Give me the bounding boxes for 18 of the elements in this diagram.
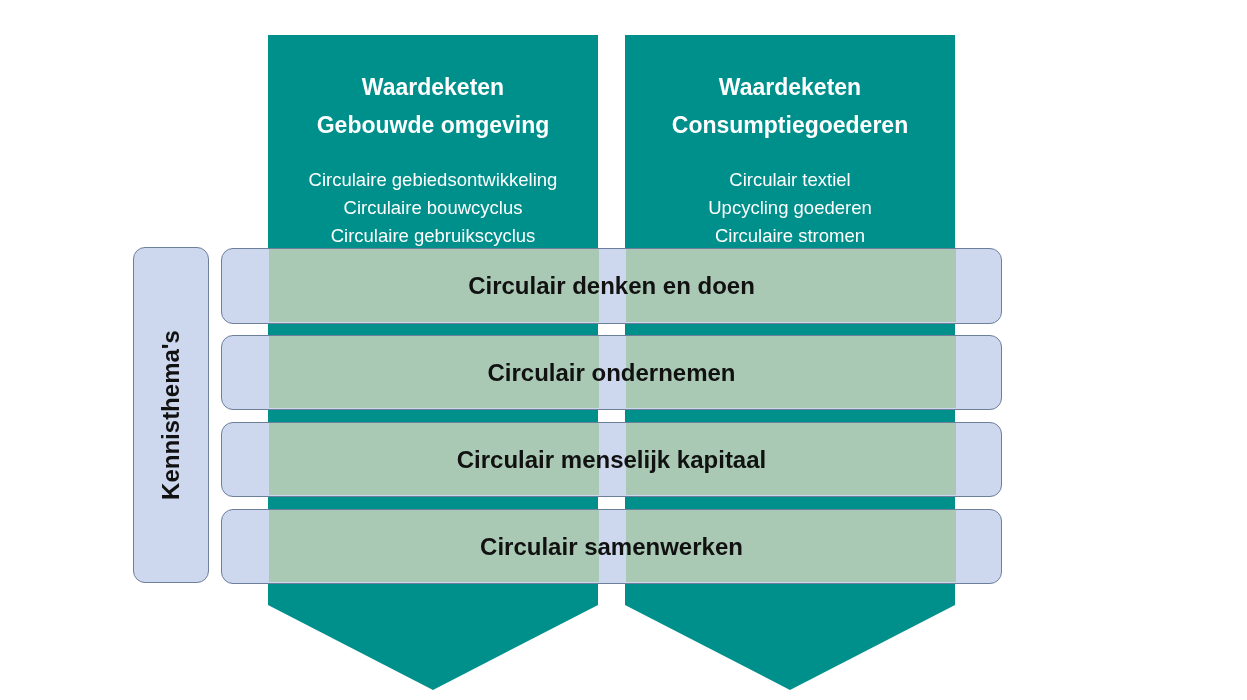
vertical-label: Kennisthema's (157, 330, 185, 500)
band-label: Circulair ondernemen (487, 357, 736, 388)
column-heading: Waardeketen Consumptiegoederen (670, 73, 910, 140)
column-item: Upcycling goederen (708, 197, 872, 219)
column-item: Circulaire bouwcyclus (343, 197, 523, 219)
theme-band (221, 335, 1002, 410)
band-label: Circulair denken en doen (468, 271, 755, 301)
column-item: Circulaire gebiedsontwikkeling (308, 169, 558, 191)
theme-label-box (133, 247, 209, 583)
band-label: Circulair menselijk kapitaal (456, 444, 767, 475)
theme-band (221, 509, 1002, 584)
column-item: Circulaire gebruikscyclus (330, 225, 536, 247)
theme-band (221, 248, 1002, 324)
column-item: Circulair textiel (729, 169, 851, 191)
theme-band (221, 422, 1002, 497)
column-item: Circulaire stromen (714, 225, 866, 247)
column-heading: Waardeketen Gebouwde omgeving (315, 73, 551, 140)
band-label: Circulair samenwerken (480, 531, 743, 562)
